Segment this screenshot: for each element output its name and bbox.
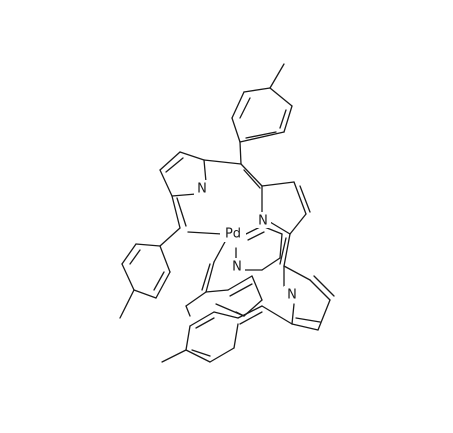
tolyl-center (185, 275, 263, 317)
palladium-label: Pd (225, 227, 241, 242)
pyrrole-center (201, 225, 283, 293)
tolyl-bottom (161, 311, 239, 363)
nitrogen-label-mid: N (258, 214, 268, 229)
pd-bond-left (187, 231, 223, 235)
nitrogen-label-lower: N (287, 288, 297, 303)
nitrogen-label-top: N (197, 182, 207, 197)
tolyl-top (231, 63, 293, 165)
tolyl-left (119, 227, 181, 319)
pyrrole-right (261, 181, 311, 267)
nitrogen-label-center: N (232, 260, 242, 275)
pyrrole-lower (237, 265, 335, 331)
pyrrole-upper (159, 151, 263, 229)
